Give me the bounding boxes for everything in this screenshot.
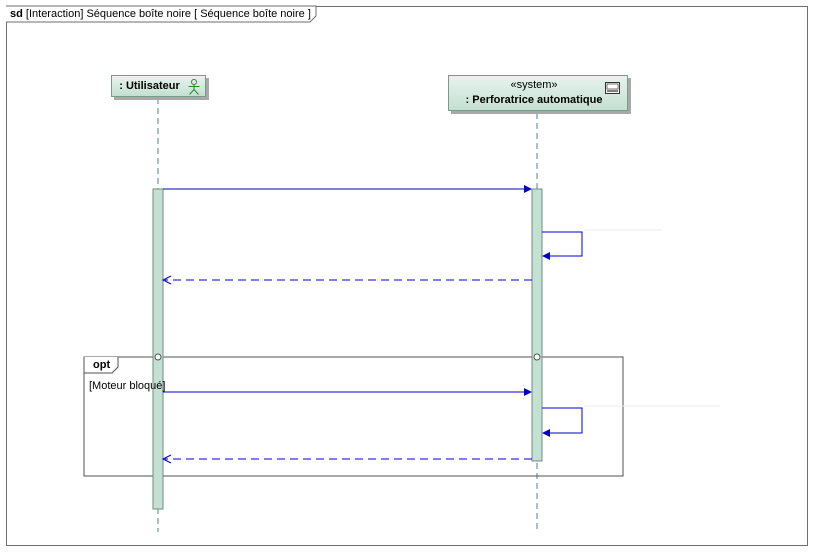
lifeline-head-user[interactable]: : Utilisateur <box>111 75 206 97</box>
message-2-arrowhead <box>524 388 532 396</box>
return-1-arrowhead <box>161 275 172 285</box>
self-message-2-arrowhead <box>542 429 550 437</box>
self-message-1[interactable] <box>542 231 583 257</box>
component-icon <box>605 82 620 94</box>
frame-title: [Interaction] Séquence boîte noire [ Séq… <box>25 8 311 20</box>
activation-system <box>531 188 543 462</box>
return-2-arrowhead <box>161 454 172 464</box>
opt-guard-condition: [Moteur bloqué] <box>89 380 166 392</box>
frame-label-border <box>6 5 317 23</box>
opt-fragment <box>83 356 624 477</box>
self-message-1-arrowhead <box>542 252 550 260</box>
message-1-arrowhead <box>524 185 532 193</box>
opt-operator-label: opt <box>93 359 111 371</box>
frame-label: sd [Interaction] Séquence boîte noire [ … <box>6 6 321 22</box>
lifeline-head-system[interactable]: «system» : Perforatrice automatique <box>448 75 628 111</box>
fragment-gate-system <box>533 353 541 361</box>
lifeline-system-name: : Perforatrice automatique <box>465 94 603 106</box>
opt-fragment-label-border <box>83 357 119 374</box>
activation-user <box>152 188 164 510</box>
lifeline-system-stereotype: «system» <box>510 79 558 91</box>
frame-keyword: sd <box>10 8 23 20</box>
self-message-2[interactable] <box>542 407 583 434</box>
fragment-gate-user <box>154 353 162 361</box>
actor-icon <box>188 79 200 95</box>
lifeline-user-name: : Utilisateur <box>119 80 180 92</box>
